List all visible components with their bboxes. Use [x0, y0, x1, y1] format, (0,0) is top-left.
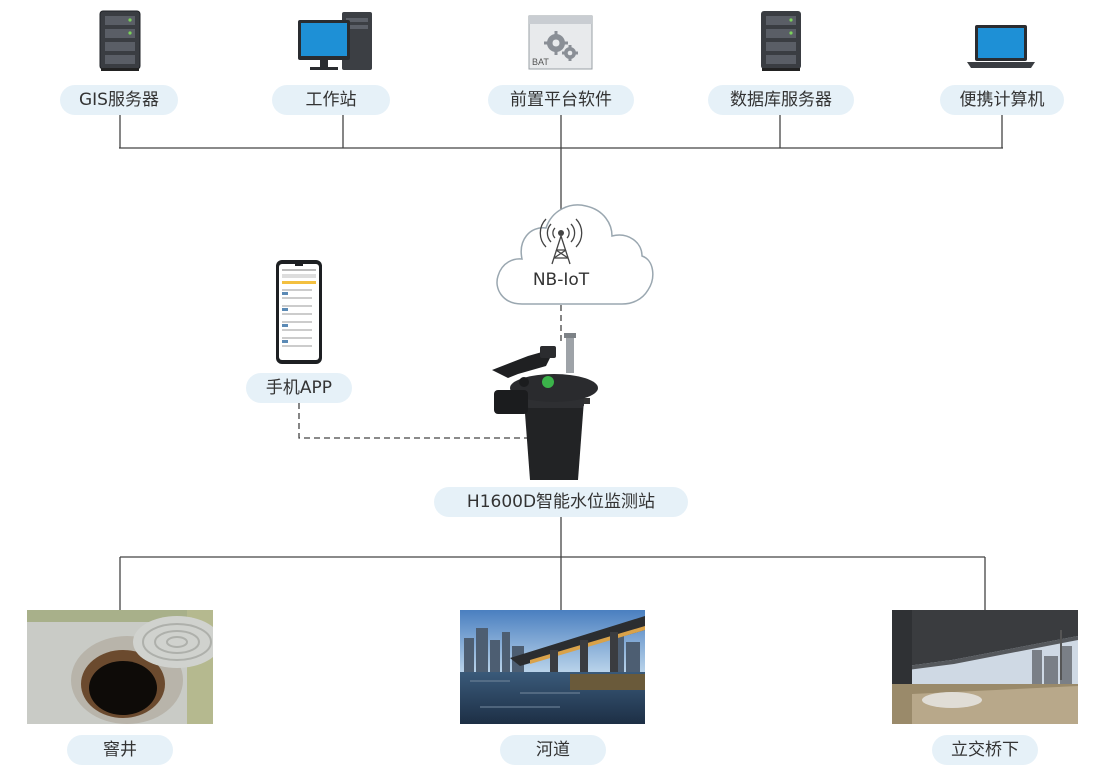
- nb-iot-cloud: [494, 196, 654, 308]
- water-level-station-device: [488, 330, 608, 482]
- site-label-river: 河道: [500, 735, 606, 765]
- station-label: H1600D智能水位监测站: [434, 487, 688, 517]
- device-label-laptop: 便携计算机: [940, 85, 1064, 115]
- cell-tower-icon: [534, 214, 588, 266]
- device-label-database-server: 数据库服务器: [708, 85, 854, 115]
- mobile-app-label: 手机APP: [246, 373, 352, 403]
- gis-server-icon: [99, 10, 141, 72]
- network-label: NB-IoT: [532, 270, 590, 290]
- device-label-gis-server: GIS服务器: [60, 85, 178, 115]
- bat-gear-window-icon: BAT: [528, 15, 593, 70]
- underpass-photo: [892, 610, 1078, 724]
- svg-text:BAT: BAT: [532, 57, 549, 67]
- database-server-icon: [760, 10, 802, 72]
- desktop-workstation-icon: [296, 10, 376, 72]
- smartphone-icon: [275, 259, 323, 365]
- site-label-manhole: 窨井: [67, 735, 173, 765]
- device-label-frontend-software: 前置平台软件: [488, 85, 634, 115]
- site-label-underpass: 立交桥下: [932, 735, 1038, 765]
- manhole-photo: [27, 610, 213, 724]
- device-label-workstation: 工作站: [272, 85, 390, 115]
- laptop-icon: [965, 24, 1037, 70]
- river-photo: [460, 610, 645, 724]
